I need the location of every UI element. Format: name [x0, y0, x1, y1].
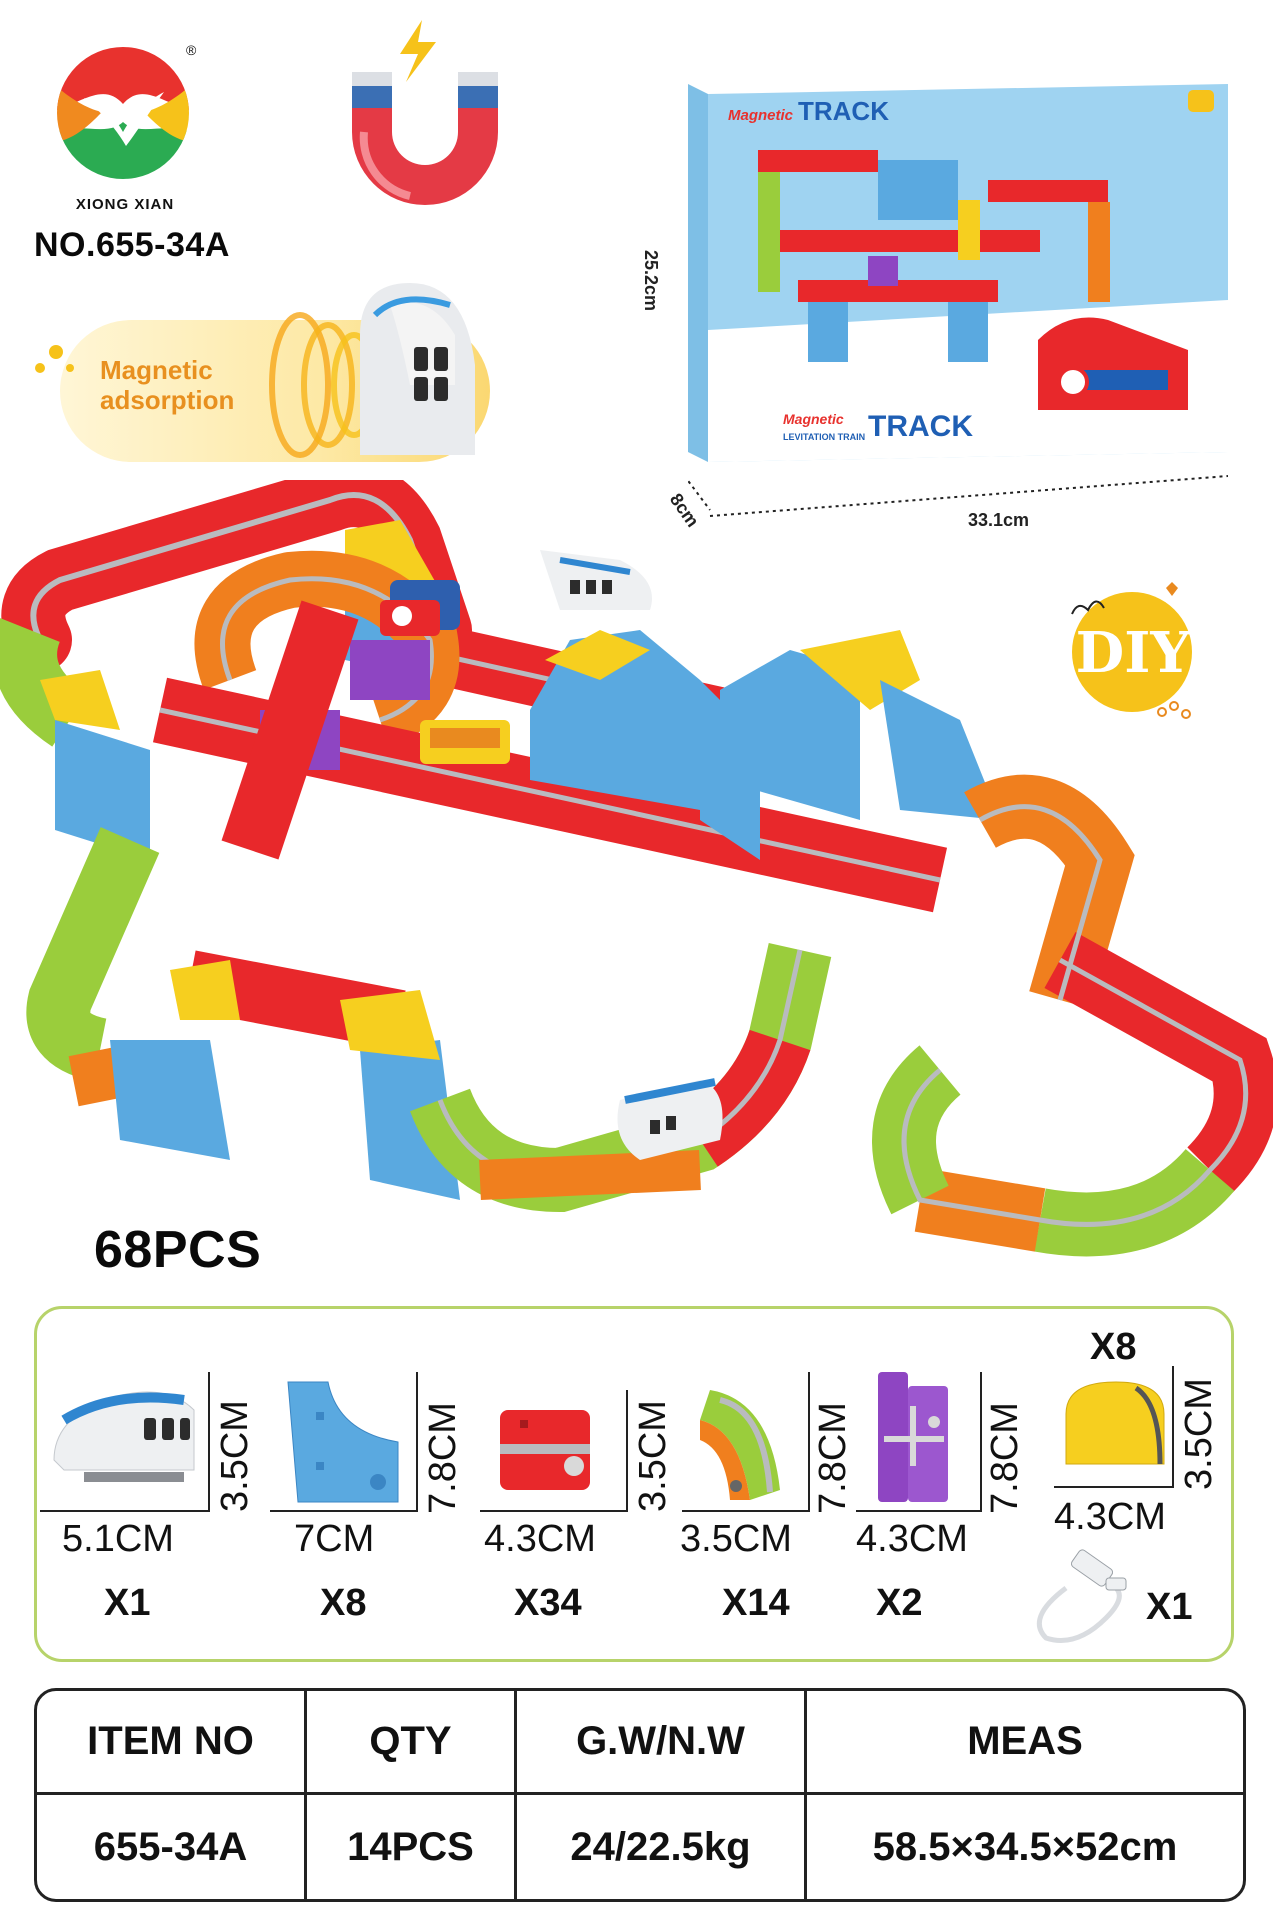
part-arch-icon	[1065, 1381, 1165, 1465]
part-straight-hdim	[480, 1510, 628, 1512]
product-box-image: Magnetic TRACK Magnetic LEVITATION TRAIN…	[688, 84, 1228, 517]
adsorption-text: Magnetic adsorption	[100, 355, 234, 415]
parts-panel	[34, 1306, 1234, 1662]
model-number: NO.655-34A	[34, 226, 230, 264]
usb-cable-qty: X1	[1146, 1586, 1193, 1628]
train-lower	[617, 1078, 723, 1160]
brand-name: XIONG XIAN	[75, 196, 175, 213]
part-arch-hdim	[1054, 1486, 1174, 1488]
part-cross-height: 7.8CM	[984, 1402, 1026, 1514]
box-subtitle: LEVITATION TRAIN	[783, 432, 865, 442]
spec-weight: 24/22.5kg	[517, 1795, 807, 1899]
box-title-big: TRACK	[798, 96, 889, 126]
spec-header-meas: MEAS	[807, 1691, 1243, 1795]
part-cross-width: 4.3CM	[856, 1518, 968, 1560]
part-cross-vdim	[980, 1372, 982, 1512]
box-width-label: 33.1cm	[968, 510, 1030, 530]
part-curve-hdim	[682, 1510, 810, 1512]
box-title-big-bottom: TRACK	[868, 410, 973, 443]
part-curve-height: 7.8CM	[812, 1402, 854, 1514]
diy-badge-icon	[1071, 582, 1192, 719]
spec-qty: 14PCS	[307, 1795, 517, 1899]
train-yellow	[420, 720, 510, 764]
part-straight-height: 3.5CM	[632, 1400, 674, 1512]
train-red-engine	[380, 580, 460, 636]
spec-header-item-no: ITEM NO	[37, 1691, 307, 1795]
part-train-icon	[53, 1391, 195, 1482]
adsorption-line1: Magnetic	[100, 355, 213, 385]
part-train-height: 3.5CM	[214, 1400, 256, 1512]
part-arch-width: 4.3CM	[1054, 1496, 1166, 1538]
adsorption-line2: adsorption	[100, 385, 235, 415]
part-straight-icon	[500, 1410, 590, 1490]
box-height-label: 25.2cm	[641, 250, 661, 312]
track-layout-image	[0, 480, 1273, 1257]
part-straight-qty: X34	[514, 1582, 582, 1624]
registered-mark: ®	[186, 42, 197, 58]
total-pieces-label: 68PCS	[94, 1221, 262, 1279]
part-arch-vdim	[1172, 1366, 1174, 1486]
spec-item-no: 655-34A	[37, 1795, 307, 1899]
part-train-hdim	[40, 1510, 210, 1512]
spec-header-weight: G.W/N.W	[517, 1691, 807, 1795]
usb-cable-icon	[1036, 1549, 1127, 1643]
part-arch-height: 3.5CM	[1178, 1378, 1220, 1490]
part-curve-width: 3.5CM	[680, 1518, 792, 1560]
part-ramp-hdim	[270, 1510, 418, 1512]
part-train-vdim	[208, 1372, 210, 1512]
part-train-qty: X1	[104, 1582, 151, 1624]
part-straight-width: 4.3CM	[484, 1518, 596, 1560]
box-title-small-bottom: Magnetic	[783, 411, 844, 427]
magnet-icon	[352, 20, 498, 205]
part-ramp-qty: X8	[320, 1582, 367, 1624]
spec-table: ITEM NO QTY G.W/N.W MEAS 655-34A 14PCS 2…	[34, 1688, 1246, 1902]
part-curve-vdim	[808, 1372, 810, 1512]
part-curve-qty: X14	[722, 1582, 790, 1624]
part-curve-icon	[700, 1390, 780, 1500]
part-cross-hdim	[856, 1510, 982, 1512]
part-cross-qty: X2	[876, 1582, 923, 1624]
dots-decoration-icon	[35, 345, 74, 373]
diy-badge-text: DIY	[1075, 620, 1191, 686]
train-upper	[540, 550, 652, 610]
part-cross-icon	[878, 1372, 948, 1502]
part-straight-vdim	[626, 1390, 628, 1512]
bird-logo-icon	[57, 47, 189, 179]
spec-header-qty: QTY	[307, 1691, 517, 1795]
part-ramp-width: 7CM	[294, 1518, 375, 1560]
box-title-small: Magnetic	[728, 107, 794, 124]
part-arch-qty: X8	[1090, 1326, 1137, 1368]
spec-meas: 58.5×34.5×52cm	[872, 1824, 1178, 1869]
part-ramp-height: 7.8CM	[422, 1402, 464, 1514]
part-train-width: 5.1CM	[62, 1518, 174, 1560]
magnet-train-icon	[269, 283, 475, 458]
part-ramp-icon	[287, 1381, 399, 1503]
part-ramp-vdim	[416, 1372, 418, 1512]
